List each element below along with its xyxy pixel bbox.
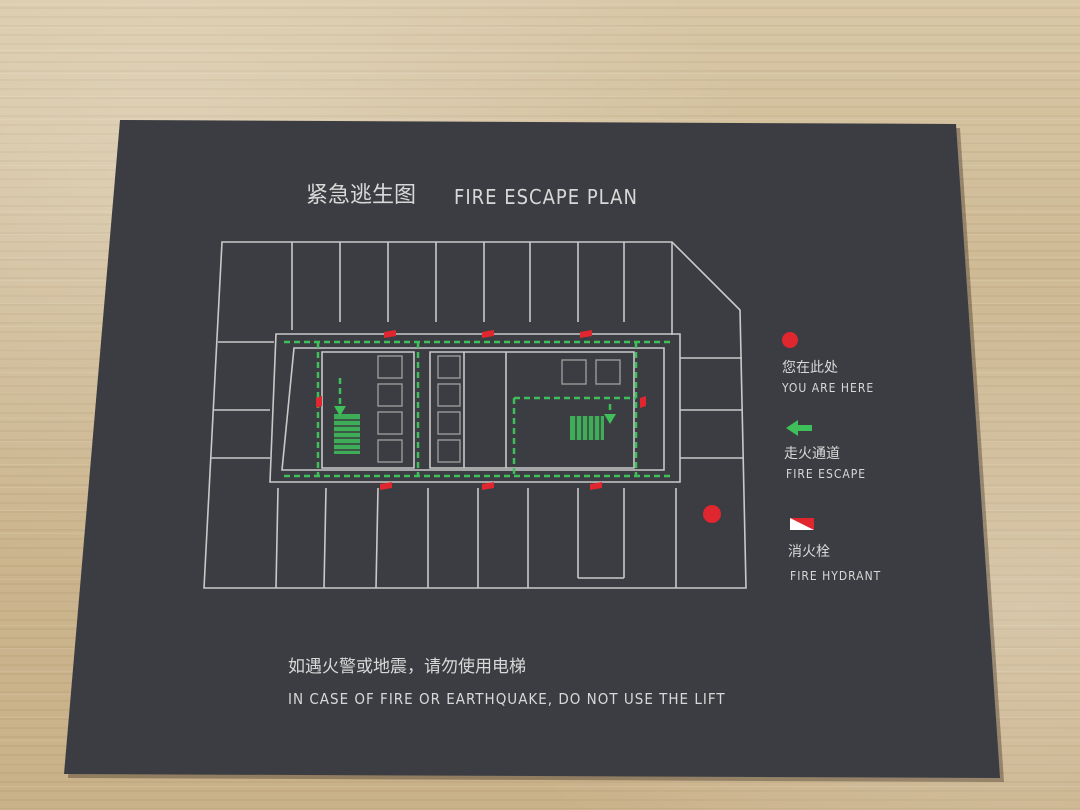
warning-cn: 如遇火警或地震，请勿使用电梯 [288,656,526,677]
legend-fire-escape-en: FIRE ESCAPE [786,467,866,481]
floor-plan [203,241,747,589]
route-arrow-icon [334,406,346,416]
route-arrow-icon [604,414,616,424]
hydrant-markers [316,330,646,490]
outer-wall [203,241,747,589]
green-arrow-icon [786,420,812,436]
you-are-here-marker [703,505,721,523]
legend-fire-hydrant-cn: 消火栓 [788,544,830,560]
plaque [64,120,1000,778]
lift-shafts [377,355,621,463]
title-cn: 紧急逃生图 [306,183,416,208]
legend-you-are-here-cn: 您在此处 [782,359,838,376]
title-en: FIRE ESCAPE PLAN [454,185,638,209]
legend: 您在此处 YOU ARE HERE 走火通道 FIRE ESCAPE 消火栓 F… [781,332,881,583]
red-dot-icon [782,332,798,348]
legend-you-are-here-en: YOU ARE HERE [781,381,874,395]
stairs-icon [570,416,604,440]
escape-route [284,340,670,478]
hydrant-icon [790,518,814,530]
legend-fire-escape-cn: 走火通道 [784,446,840,462]
warning-en: IN CASE OF FIRE OR EARTHQUAKE, DO NOT US… [288,690,726,708]
stairs-icon [334,414,360,454]
legend-fire-hydrant-en: FIRE HYDRANT [790,569,881,583]
